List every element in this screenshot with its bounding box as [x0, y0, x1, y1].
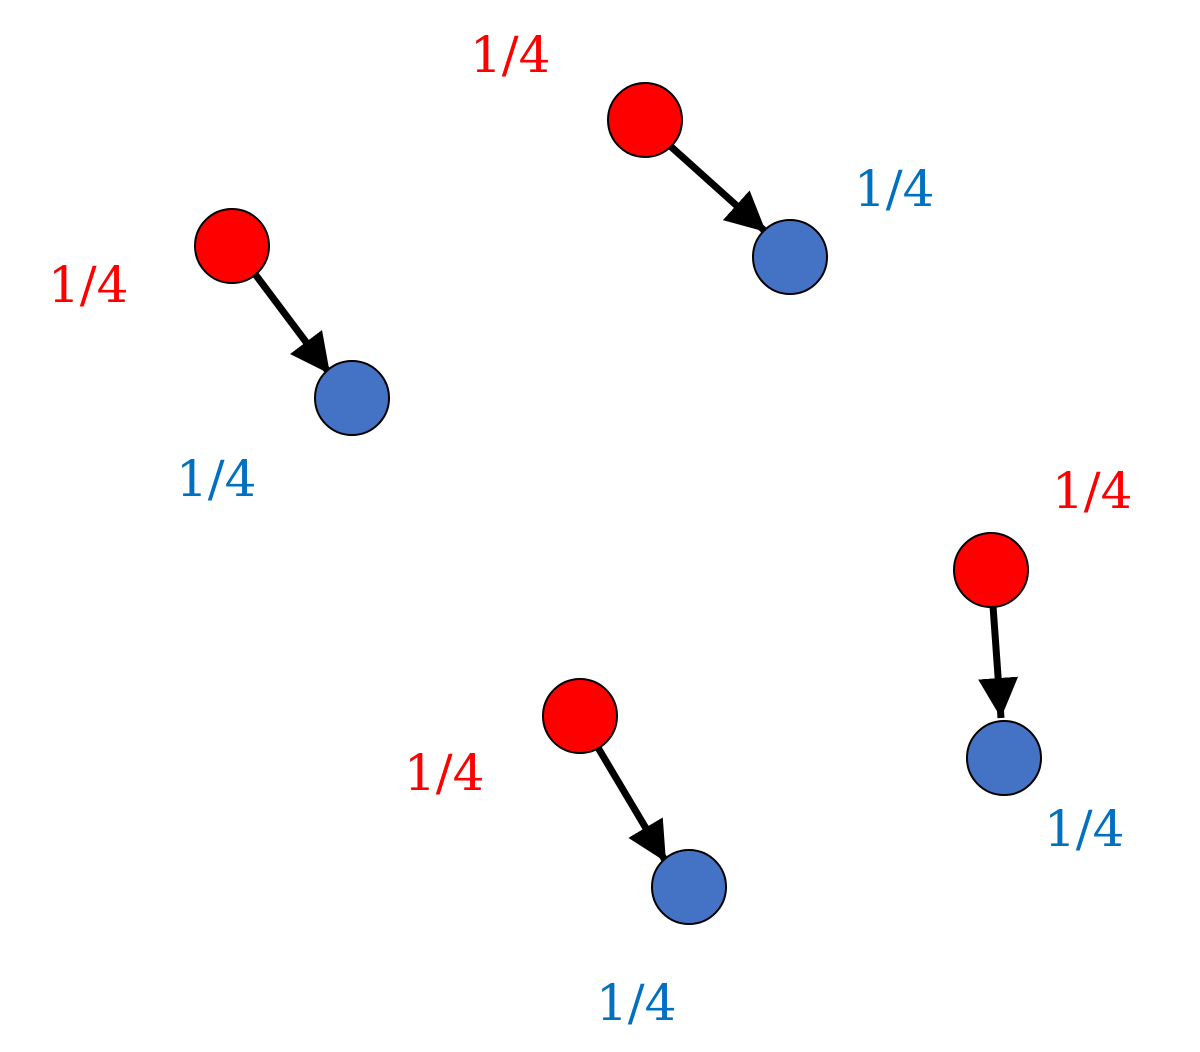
source-weight-label: 1/4	[404, 744, 484, 802]
edge-arrow	[665, 141, 769, 235]
node-pair-2: 1/4 1/4	[953, 462, 1132, 858]
source-node	[607, 82, 683, 158]
edge-arrow	[978, 605, 1019, 719]
source-node	[194, 208, 270, 284]
target-node	[651, 849, 727, 925]
target-weight-label: 1/4	[854, 160, 934, 218]
source-weight-label: 1/4	[1052, 462, 1132, 520]
target-weight-label: 1/4	[596, 974, 676, 1032]
node-pair-1: 1/4 1/4	[470, 26, 934, 295]
source-weight-label: 1/4	[48, 256, 128, 314]
edge-arrow	[593, 744, 670, 864]
edge-arrow	[249, 267, 333, 377]
target-weight-label: 1/4	[1044, 800, 1124, 858]
source-node	[542, 678, 618, 754]
source-weight-label: 1/4	[470, 26, 550, 84]
target-node	[966, 720, 1042, 796]
target-weight-label: 1/4	[176, 450, 256, 508]
node-pair-0: 1/4 1/4	[48, 208, 390, 508]
target-node	[314, 360, 390, 436]
target-node	[752, 219, 828, 295]
source-node	[953, 532, 1029, 608]
node-pair-3: 1/4 1/4	[404, 678, 727, 1032]
